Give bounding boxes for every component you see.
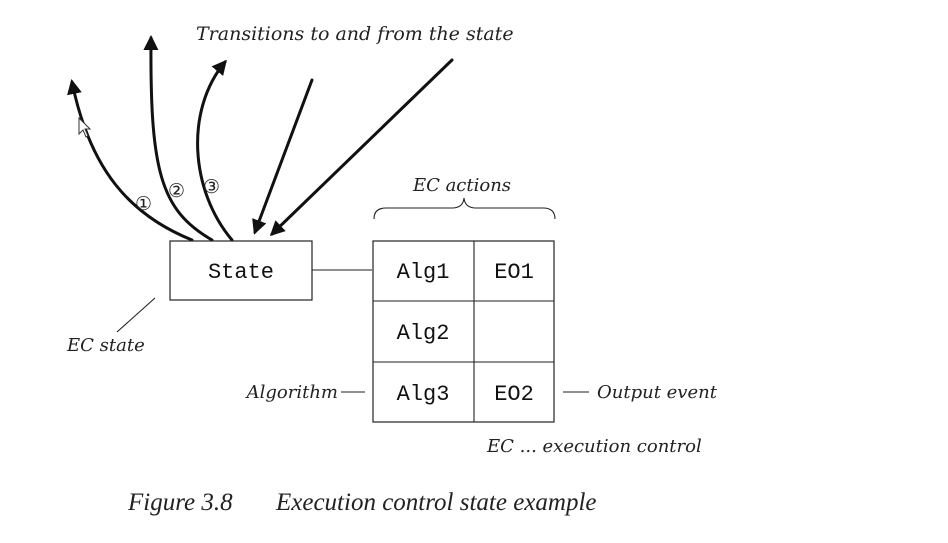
algorithm-label: Algorithm [245,382,338,403]
mouse-cursor-icon [78,116,92,138]
ec-actions-label: EC actions [412,175,511,196]
ec-actions-table: Alg1 EO1 Alg2 Alg3 EO2 [372,240,555,423]
ec-state-label: EC state [66,335,145,356]
incoming-transition-arrow-2 [269,58,454,237]
transition-number-3: ③ [203,176,220,198]
output-event-label: Output event [597,382,718,403]
action-cell-alg3: Alg3 [397,382,450,407]
ec-state-pointer [116,297,156,333]
outgoing-transition-arrow-2 [143,35,214,242]
action-cell-eo2: EO2 [494,382,534,407]
figure-caption-text: Execution control state example [275,489,597,516]
transition-number-2: ② [168,180,185,202]
transition-number-1: ① [135,193,152,215]
state-label: State [208,260,274,285]
action-cell-eo1: EO1 [494,260,534,285]
outgoing-transition-arrow-1 [67,79,194,242]
ec-definition: EC ... execution control [486,436,702,457]
ec-actions-brace [373,197,556,220]
incoming-transition-arrow-1 [252,78,314,235]
transitions-title: Transitions to and from the state [196,23,514,45]
figure-caption-number: Figure 3.8 [127,489,233,516]
outgoing-transition-arrow-3 [196,59,234,242]
actions-table-border [372,240,555,423]
action-cell-alg2: Alg2 [397,321,450,346]
action-cell-alg1: Alg1 [397,260,450,285]
